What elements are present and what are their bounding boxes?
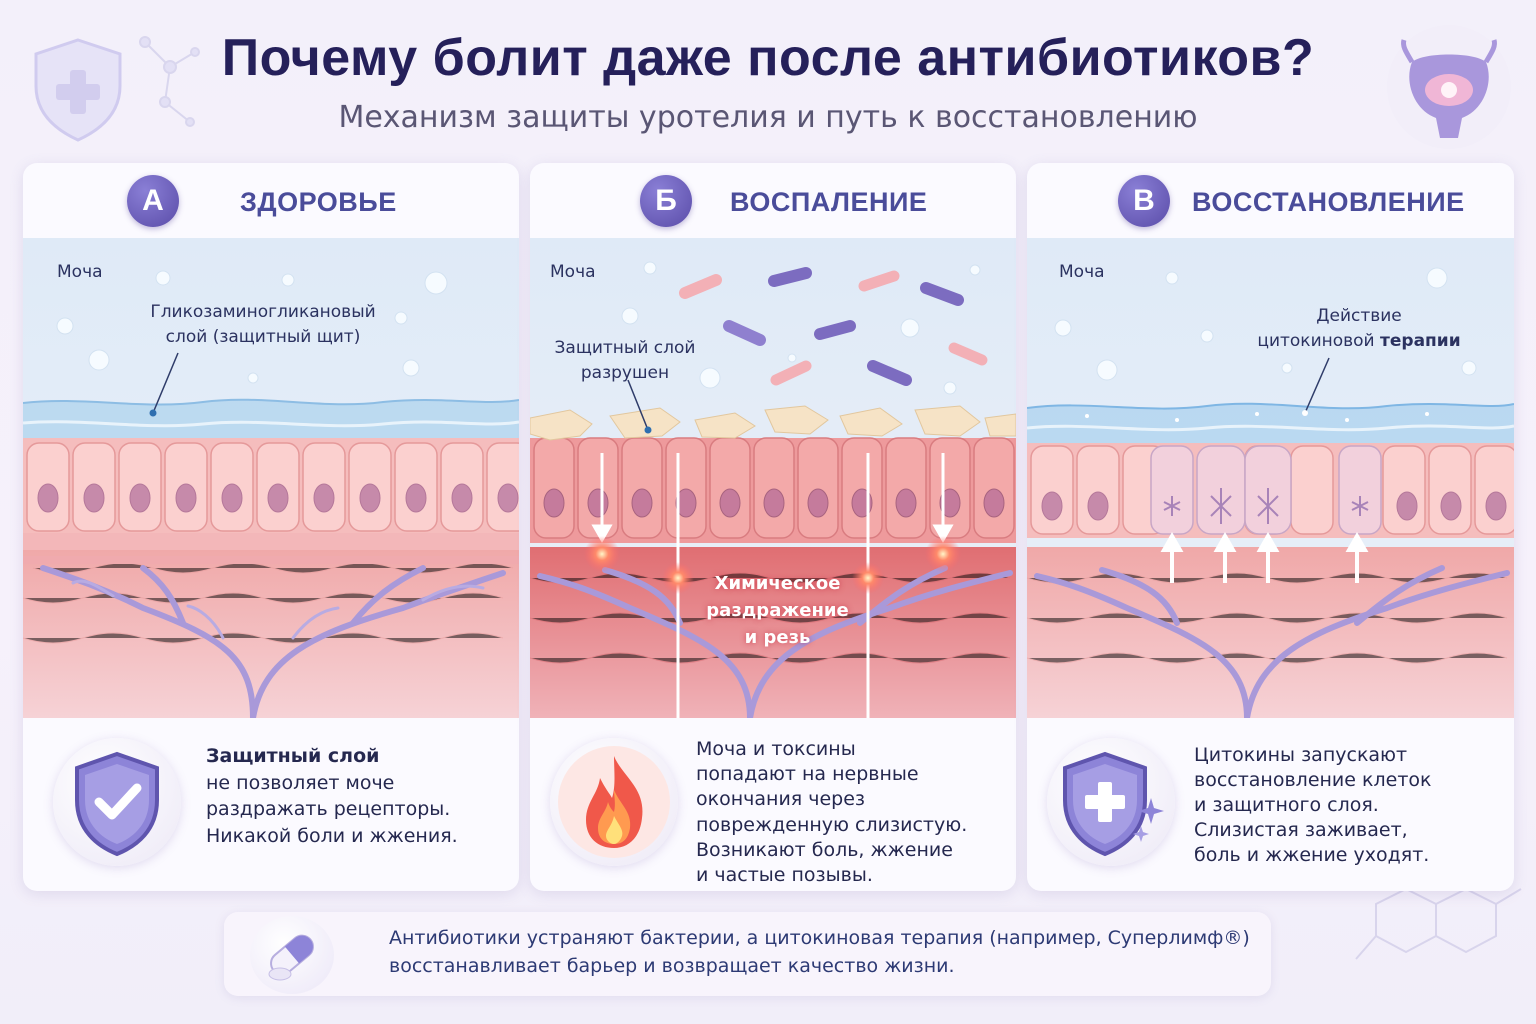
urine-label: Моча bbox=[57, 262, 103, 282]
annotation-line: слой (защитный щит) bbox=[165, 327, 361, 347]
panel-title: ЗДОРОВЬЕ bbox=[240, 187, 397, 217]
panel-description: Цитокины запускают восстановление клеток… bbox=[1027, 718, 1514, 891]
annotation-line: цитокиновой терапии bbox=[1249, 329, 1469, 354]
desc-line: раздражать рецепторы. bbox=[206, 798, 451, 820]
desc-line: и частые позывы. bbox=[696, 864, 873, 887]
panel-header: А ЗДОРОВЬЕ bbox=[23, 163, 519, 238]
urine-label: Моча bbox=[550, 262, 596, 282]
page-title: Почему болит даже после антибиотиков? bbox=[221, 29, 1315, 87]
shield-plus-icon bbox=[1063, 751, 1164, 857]
desc-line: восстановление клеток bbox=[1194, 769, 1432, 791]
urine-label: Моча bbox=[1059, 262, 1105, 282]
urothelium-inflamed-illustration: Моча Защитный слой разрушен Химическое р… bbox=[530, 238, 1016, 718]
panel-badge: А bbox=[127, 175, 179, 227]
panel-description-text: Цитокины запускают восстановление клеток… bbox=[1194, 743, 1494, 868]
desc-line: Моча и токсины bbox=[696, 738, 856, 760]
bladder-icon bbox=[1387, 25, 1511, 149]
desc-line: и защитного слоя. bbox=[1194, 794, 1379, 816]
page-subtitle: Механизм защиты уротелия и путь к восста… bbox=[338, 100, 1198, 135]
footer-line: восстанавливает барьер и возвращает каче… bbox=[389, 955, 955, 977]
panel-health: А ЗДОРОВЬЕ bbox=[23, 163, 519, 891]
urothelium-healthy-illustration: Моча Гликозаминогликановый слой (защитны… bbox=[23, 238, 519, 718]
footer-note: Антибиотики устраняют бактерии, а цитоки… bbox=[224, 912, 1271, 996]
cytokine-therapy-label: Действие цитокиновой терапии bbox=[1249, 304, 1469, 354]
shield-cross-deco-icon bbox=[34, 36, 200, 142]
desc-line: Цитокины запускают bbox=[1194, 744, 1408, 766]
damaged-layer-label: Защитный слой разрушен bbox=[550, 336, 700, 386]
warning-line: и резь bbox=[744, 627, 811, 648]
desc-heading: Защитный слой bbox=[206, 745, 380, 767]
annotation-line: Гликозаминогликановый bbox=[150, 302, 376, 322]
capsule-circle bbox=[250, 916, 334, 994]
desc-line: боль и жжение уходят. bbox=[1194, 844, 1430, 866]
footer-text: Антибиотики устраняют бактерии, а цитоки… bbox=[389, 924, 1259, 980]
shield-check-circle bbox=[53, 738, 181, 866]
panel-description: Моча и токсины попадают на нервные оконч… bbox=[530, 718, 1016, 891]
desc-line: Никакой боли и жжения. bbox=[206, 824, 458, 847]
urothelium-recovery-illustration: Моча Действие цитокиновой терапии bbox=[1027, 238, 1514, 718]
desc-line: попадают на нервные bbox=[696, 763, 919, 786]
panel-description: Защитный слой не позволяет моче раздража… bbox=[23, 718, 519, 891]
desc-line: Возникают боль, жжение bbox=[696, 838, 953, 861]
desc-line: окончания через bbox=[696, 788, 866, 811]
panel-inflammation: Б ВОСПАЛЕНИЕ bbox=[530, 163, 1016, 891]
panel-badge: В bbox=[1118, 175, 1170, 227]
flame-circle bbox=[550, 738, 678, 866]
shield-check-icon bbox=[75, 751, 159, 857]
annotation-line: Действие bbox=[1316, 306, 1402, 326]
annotation-line: Защитный слой bbox=[554, 338, 696, 358]
flame-icon bbox=[558, 746, 670, 858]
annotation-emphasis: терапии bbox=[1380, 331, 1461, 351]
footer-line: Антибиотики устраняют бактерии, а цитоки… bbox=[389, 927, 1250, 949]
panel-title: ВОСПАЛЕНИЕ bbox=[730, 187, 928, 217]
capsule-icon bbox=[268, 934, 314, 981]
desc-line: Слизистая заживает, bbox=[1194, 819, 1408, 841]
panel-recovery: В ВОССТАНОВЛЕНИЕ bbox=[1027, 163, 1514, 891]
panel-title: ВОССТАНОВЛЕНИЕ bbox=[1192, 187, 1465, 217]
chemical-irritation-label: Химическое раздражение и резь bbox=[700, 570, 855, 651]
warning-line: Химическое bbox=[714, 573, 841, 594]
panel-description-text: Моча и токсины попадают на нервные оконч… bbox=[696, 737, 996, 888]
annotation-line: разрушен bbox=[580, 363, 670, 383]
annotation-text: цитокиновой bbox=[1257, 331, 1381, 351]
panel-description-text: Защитный слой не позволяет моче раздража… bbox=[206, 743, 496, 849]
panel-header: В ВОССТАНОВЛЕНИЕ bbox=[1027, 163, 1514, 238]
gag-layer-label: Гликозаминогликановый слой (защитный щит… bbox=[133, 300, 393, 350]
desc-line: поврежденную слизистую. bbox=[696, 813, 968, 836]
shield-plus-circle bbox=[1047, 738, 1175, 866]
desc-line: не позволяет моче bbox=[206, 771, 395, 794]
warning-line: раздражение bbox=[706, 600, 849, 621]
panel-badge: Б bbox=[640, 175, 692, 227]
panel-header: Б ВОСПАЛЕНИЕ bbox=[530, 163, 1016, 238]
cell-row bbox=[23, 438, 519, 533]
